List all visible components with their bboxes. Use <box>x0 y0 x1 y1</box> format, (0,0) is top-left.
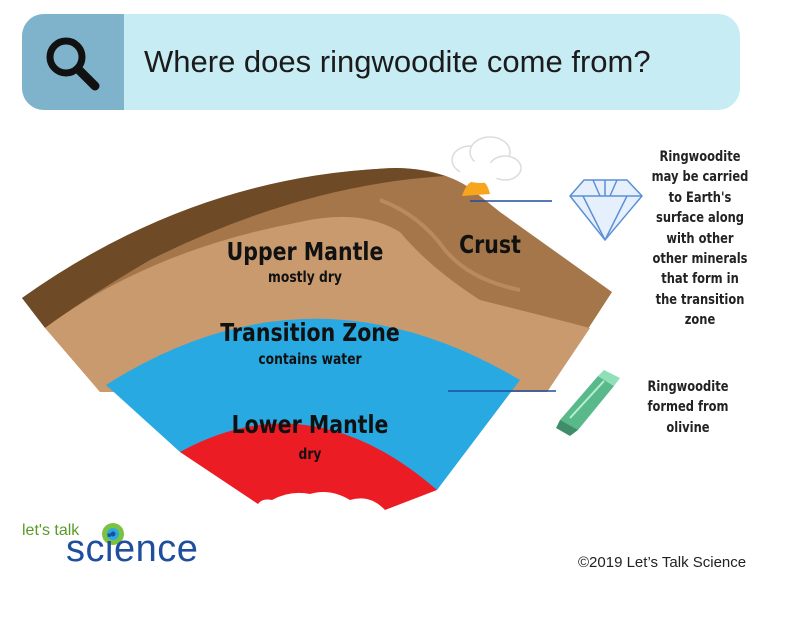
callout-line: Ringwoodite <box>659 149 741 165</box>
callout-line: olivine <box>666 419 710 436</box>
lower-mantle-layer <box>180 423 437 510</box>
callout-line: to Earth's <box>668 189 732 206</box>
callout-line: zone <box>684 312 716 329</box>
eye-icon <box>102 523 124 545</box>
crust-dark-edge <box>22 168 445 328</box>
callout-line: Ringwoodite <box>647 379 729 395</box>
diamond-callout-text: Ringwoodite may be carried to Earth's su… <box>643 147 758 331</box>
logo-wordmark: science <box>66 528 199 570</box>
transition-zone-note: contains water <box>258 350 362 368</box>
copyright: ©2019 Let’s Talk Science <box>578 554 747 571</box>
crust-inner-bevel <box>379 198 521 292</box>
transition-zone-layer <box>106 318 520 490</box>
lava-icon <box>462 181 490 196</box>
crystal-icon <box>556 370 620 436</box>
diamond-icon <box>569 179 644 242</box>
logo-tagline: let's talk <box>22 522 80 539</box>
search-icon <box>46 37 100 91</box>
page-title: Where does ringwoodite come from? <box>144 44 651 79</box>
search-icon-box <box>22 14 124 110</box>
lower-mantle-label: Lower Mantle <box>231 410 389 439</box>
crystal-callout-text: Ringwoodite formed from olivine <box>631 377 746 438</box>
callout-line: other minerals <box>652 251 748 268</box>
crust-label: Crust <box>459 230 521 259</box>
callout-line: may be carried <box>651 169 749 186</box>
callout-line: surface along <box>656 210 744 227</box>
question-banner: Where does ringwoodite come from? <box>22 14 740 110</box>
upper-mantle-label: Upper Mantle <box>226 237 384 266</box>
cloud-icon <box>451 136 522 183</box>
lower-mantle-note: dry <box>298 445 322 463</box>
callout-line: the transition <box>655 291 745 308</box>
callout-line: that form in <box>661 271 739 288</box>
upper-mantle-note: mostly dry <box>268 268 342 286</box>
callout-line: with other <box>666 230 734 247</box>
transition-zone-label: Transition Zone <box>220 318 400 347</box>
callout-line: formed from <box>647 399 729 416</box>
